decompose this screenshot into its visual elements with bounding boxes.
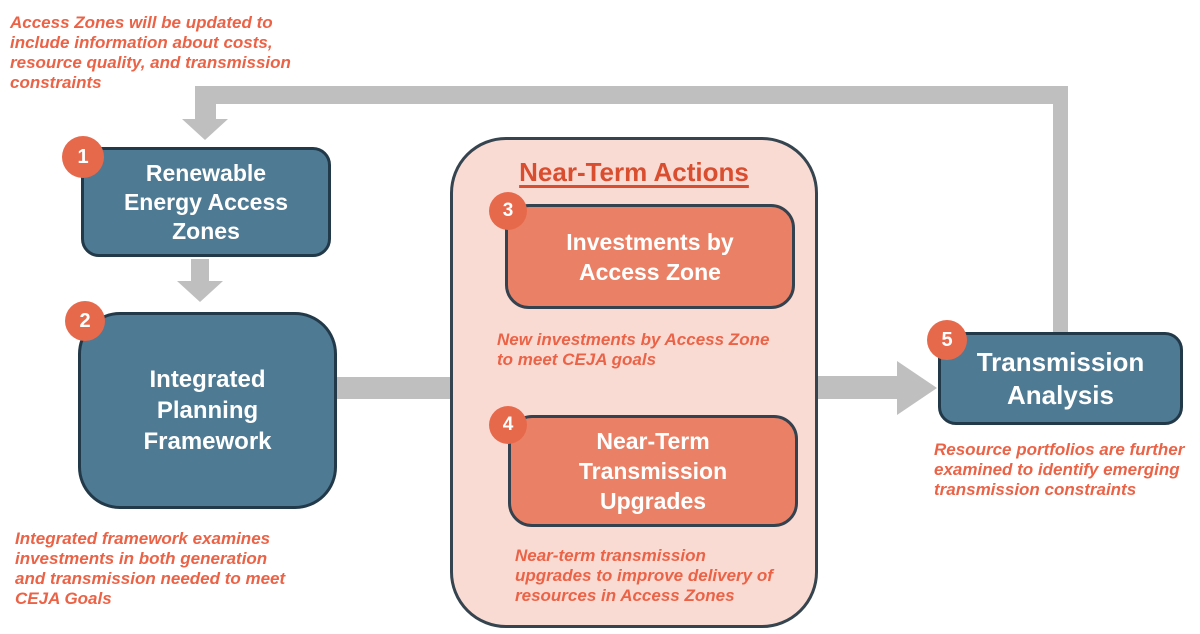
step-4-badge: 4 (489, 406, 527, 444)
annotation-upgrades: Near-term transmission upgrades to impro… (515, 546, 773, 605)
annotation-portfolios: Resource portfolios are further examined… (934, 440, 1185, 499)
arrow-container-to-step5-shaft (818, 376, 898, 399)
feedback-arrow-horizontal-bar (195, 86, 1068, 104)
step-2-label: Integrated Planning Framework (143, 366, 272, 455)
arrow-step1-to-step2-head-icon (177, 281, 223, 302)
step-3-box: Investments by Access Zone (505, 204, 795, 309)
annotation-access-zones: Access Zones will be updated to include … (10, 13, 291, 92)
near-term-actions-container: Near-Term Actions Investments by Access … (450, 137, 818, 628)
step-2-box: Integrated Planning Framework (78, 312, 337, 509)
step-5-box: Transmission Analysis (938, 332, 1183, 425)
near-term-actions-title: Near-Term Actions (519, 157, 749, 187)
step-5-label: Transmission Analysis (976, 346, 1145, 410)
annotation-integrated-framework: Integrated framework examines investment… (15, 529, 286, 608)
step-5-badge: 5 (927, 320, 967, 360)
step-1-box: Renewable Energy Access Zones (81, 147, 331, 257)
step-2-badge: 2 (65, 301, 105, 341)
step-4-box: Near-Term Transmission Upgrades (508, 415, 798, 527)
feedback-arrow-left-vertical (195, 104, 216, 120)
step-1-badge: 1 (62, 136, 104, 178)
arrow-container-to-step5-head-icon (897, 361, 937, 415)
step-3-label: Investments by Access Zone (566, 228, 734, 285)
arrow-step1-to-step2-shaft (191, 259, 209, 282)
arrow-step2-to-container (337, 377, 450, 399)
step-1-label: Renewable Energy Access Zones (123, 159, 289, 244)
step-3-badge: 3 (489, 192, 527, 230)
feedback-arrow-right-vertical (1053, 104, 1068, 333)
feedback-arrowhead-down-icon (182, 119, 228, 140)
step-4-label: Near-Term Transmission Upgrades (578, 428, 728, 514)
annotation-investments: New investments by Access Zone to meet C… (497, 330, 770, 369)
